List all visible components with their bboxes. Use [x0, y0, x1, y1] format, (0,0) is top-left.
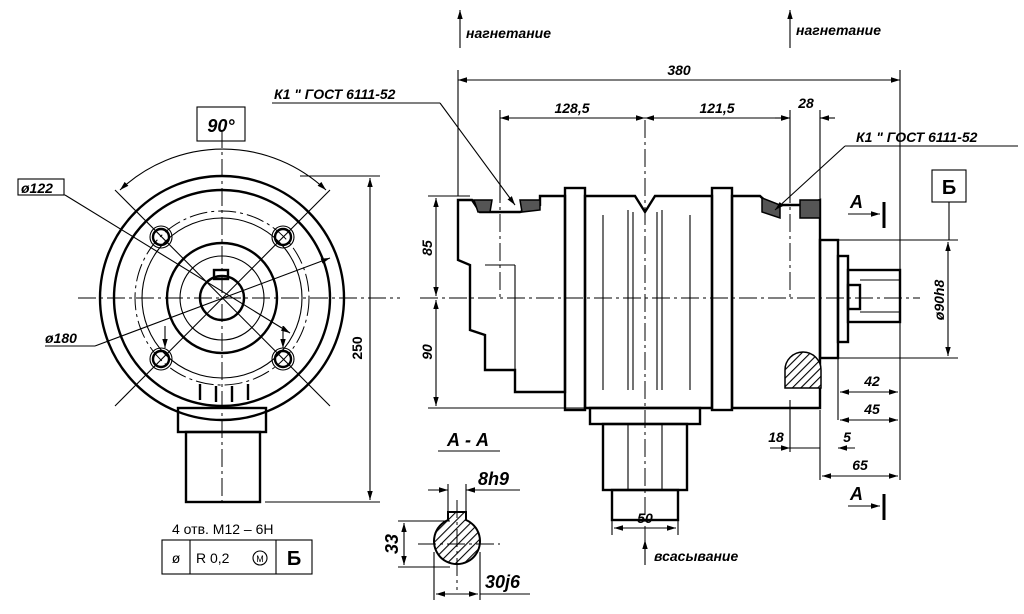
- thread-label-right: К1 " ГОСТ 6111-52: [856, 129, 978, 145]
- datum-letter: Б: [942, 177, 956, 199]
- dim-d122: ø122: [21, 180, 53, 196]
- dim-w50: 50: [637, 510, 653, 526]
- dim-h250: 250: [349, 336, 365, 360]
- fcf-value: R 0,2: [196, 550, 230, 566]
- holes-note: 4 отв. М12 – 6Н: [172, 521, 273, 537]
- dim-h33: 33: [382, 534, 402, 554]
- fcf-modifier: M: [256, 554, 264, 564]
- flow-arrows: [457, 10, 793, 565]
- dim-shaft30j6: 30j6: [485, 572, 521, 592]
- dim-l65: 65: [852, 457, 868, 473]
- fcf-datum: Б: [287, 548, 301, 570]
- dim-d90h8: ø90h8: [931, 280, 947, 321]
- discharge-label-left: нагнетание: [466, 25, 551, 41]
- dim-l128-5: 128,5: [554, 100, 589, 116]
- thread-label-left: К1 " ГОСТ 6111-52: [274, 86, 396, 102]
- section-marks: [848, 202, 886, 520]
- dim-l5: 5: [843, 429, 851, 445]
- fcf-symbol: ø: [172, 550, 181, 566]
- side-view: [420, 120, 920, 540]
- section-mark-top: А: [849, 192, 863, 212]
- bolt-holes: [149, 225, 295, 371]
- discharge-label-right: нагнетание: [796, 22, 881, 38]
- suction-label: всасывание: [654, 548, 738, 564]
- dim-l121-5: 121,5: [699, 100, 734, 116]
- front-view: [20, 130, 400, 505]
- angle-label: 90°: [207, 116, 235, 136]
- dim-d180: ø180: [45, 330, 77, 346]
- dim-h85: 85: [419, 240, 435, 256]
- dim-l42: 42: [863, 373, 880, 389]
- feature-control-frame: 4 отв. М12 – 6Н ø R 0,2 M Б: [161, 521, 313, 575]
- section-mark-bottom: А: [849, 484, 863, 504]
- dim-l28: 28: [797, 95, 814, 111]
- dim-h90: 90: [419, 344, 435, 360]
- section-label: А - А: [446, 430, 489, 450]
- dim-l18: 18: [768, 429, 784, 445]
- dim-key8h9: 8h9: [478, 469, 509, 489]
- datum-frame: Б: [931, 169, 967, 240]
- dim-l380: 380: [667, 62, 691, 78]
- section-aa: [398, 450, 530, 600]
- dim-l45: 45: [863, 401, 880, 417]
- angle-frame: 90°: [196, 106, 246, 142]
